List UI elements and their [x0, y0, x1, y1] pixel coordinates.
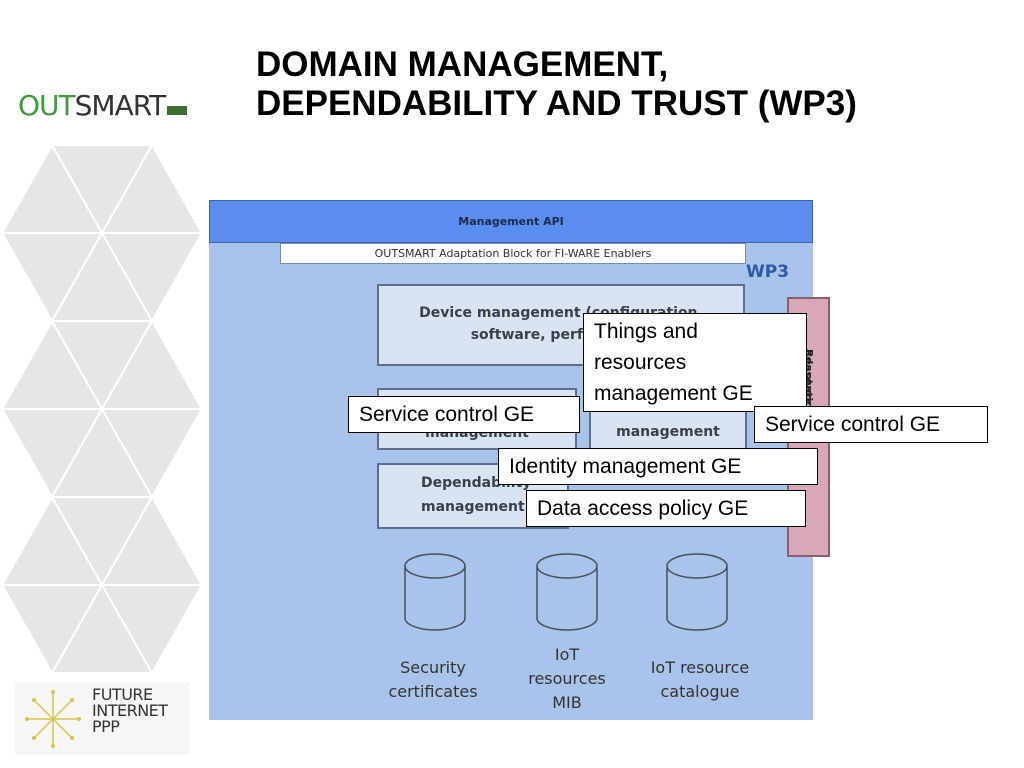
service-control-callout-left: Service control GE — [348, 396, 580, 433]
future-internet-text: FUTURE INTERNET PPP — [92, 685, 168, 736]
iot-resources-mib-database-icon — [536, 553, 598, 631]
iot-resource-catalogue-label: IoT resource catalogue — [650, 658, 750, 701]
starburst-icon — [25, 690, 81, 748]
page-title: DOMAIN MANAGEMENT, DEPENDABILITY AND TRU… — [256, 45, 996, 123]
wp3-label: WP3 — [746, 262, 790, 282]
hexagon-background — [0, 145, 204, 674]
adaptation-block: OUTSMART Adaptation Block for FI-WARE En… — [280, 243, 746, 264]
data-access-policy-callout: Data access policy GE — [526, 490, 806, 527]
iot-resource-catalogue-database-icon — [666, 553, 728, 631]
security-certificates-label: Security certificates — [388, 658, 478, 701]
things-resources-management-callout: Things and resources management GE — [583, 313, 807, 412]
security-certificates-database-icon — [404, 553, 466, 631]
service-control-callout-right: Service control GE — [754, 406, 988, 443]
title-line-1: DOMAIN MANAGEMENT, — [256, 45, 669, 84]
logo-block-icon — [167, 106, 188, 115]
title-line-2: DEPENDABILITY AND TRUST (WP3) — [256, 84, 857, 123]
iot-resources-mib-label: IoT resources MIB — [528, 645, 606, 712]
management-api-bar: Management API — [209, 200, 813, 243]
future-internet-logo: FUTURE INTERNET PPP — [15, 683, 190, 755]
outsmart-logo: OUTSMART — [18, 88, 188, 124]
identity-management-callout: Identity management GE — [498, 448, 818, 485]
